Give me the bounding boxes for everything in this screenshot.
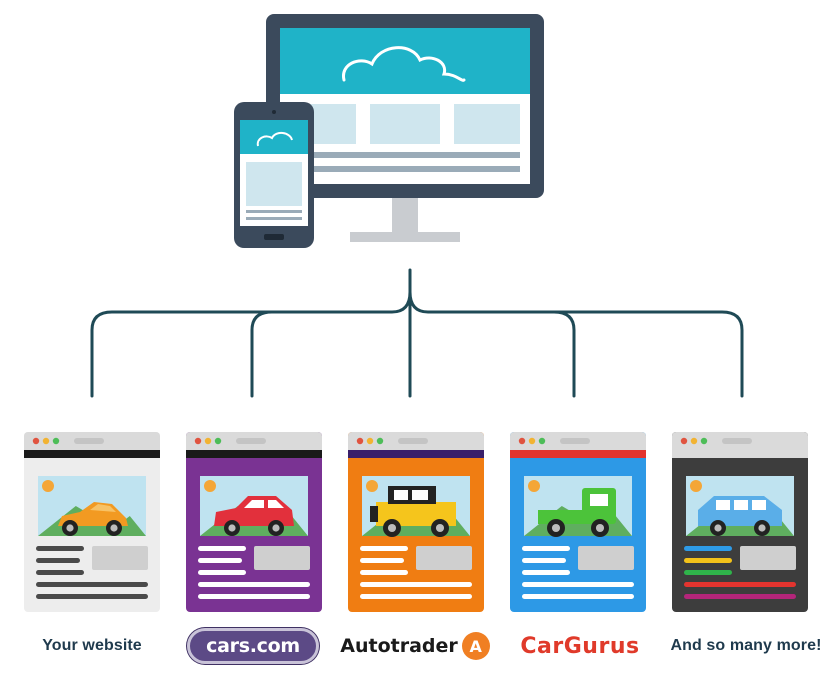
text-line	[36, 582, 148, 587]
autotrader-label: Autotrader	[340, 635, 458, 657]
close-icon	[357, 438, 363, 444]
minimize-icon	[43, 438, 49, 444]
minimize-icon	[529, 438, 535, 444]
many-more-label: And so many more!	[670, 637, 821, 655]
text-line	[198, 570, 246, 575]
text-line	[360, 582, 472, 587]
text-line	[522, 558, 566, 563]
text-line	[684, 570, 732, 575]
thumbnail-box	[416, 546, 472, 570]
header-stripe	[672, 450, 808, 458]
site-card-cargurus	[510, 432, 646, 612]
site-card-cars-com	[186, 432, 322, 612]
maximize-icon	[377, 438, 383, 444]
address-bar	[74, 438, 104, 444]
header-stripe	[510, 450, 646, 458]
header-stripe	[348, 450, 484, 458]
header-stripe	[186, 450, 322, 458]
thumbnail-box	[740, 546, 796, 570]
close-icon	[33, 438, 39, 444]
text-line	[198, 582, 310, 587]
text-line	[360, 594, 472, 599]
caption-cars-com: cars.com	[178, 628, 328, 664]
cars-com-logo: cars.com	[187, 628, 319, 664]
text-line	[522, 546, 570, 551]
text-line	[360, 558, 404, 563]
thumbnail-box	[254, 546, 310, 570]
address-bar	[560, 438, 590, 444]
text-line	[36, 546, 84, 551]
maximize-icon	[539, 438, 545, 444]
sun-icon	[528, 480, 540, 492]
text-line	[36, 558, 80, 563]
minimize-icon	[691, 438, 697, 444]
close-icon	[195, 438, 201, 444]
minimize-icon	[367, 438, 373, 444]
text-line	[36, 594, 148, 599]
text-line	[198, 594, 310, 599]
maximize-icon	[701, 438, 707, 444]
header-stripe	[24, 450, 160, 458]
text-line	[36, 570, 84, 575]
site-card-your-website	[24, 432, 160, 612]
sun-icon	[204, 480, 216, 492]
caption-many-more: And so many more!	[662, 628, 830, 664]
autotrader-logo: Autotrader A	[340, 632, 490, 660]
text-line	[684, 594, 796, 599]
site-card-many-more	[672, 432, 808, 612]
thumbnail-box	[578, 546, 634, 570]
address-bar	[236, 438, 266, 444]
text-line	[522, 570, 570, 575]
text-line	[684, 582, 796, 587]
minimize-icon	[205, 438, 211, 444]
close-icon	[681, 438, 687, 444]
text-line	[684, 558, 732, 563]
maximize-icon	[215, 438, 221, 444]
connector-lines	[92, 270, 742, 396]
caption-your-website: Your website	[16, 628, 168, 664]
caption-cargurus: CarGurus	[500, 628, 660, 664]
close-icon	[519, 438, 525, 444]
text-line	[198, 558, 242, 563]
text-line	[360, 546, 408, 551]
caption-autotrader: Autotrader A	[340, 628, 490, 664]
address-bar	[398, 438, 428, 444]
cargurus-logo: CarGurus	[520, 634, 639, 659]
site-card-autotrader	[348, 432, 484, 612]
sun-icon	[690, 480, 702, 492]
text-line	[522, 582, 634, 587]
sun-icon	[42, 480, 54, 492]
text-line	[360, 570, 408, 575]
thumbnail-box	[92, 546, 148, 570]
listing-sites	[24, 432, 808, 612]
text-line	[198, 546, 246, 551]
sun-icon	[366, 480, 378, 492]
text-line	[522, 594, 634, 599]
your-website-label: Your website	[42, 637, 142, 655]
address-bar	[722, 438, 752, 444]
autotrader-badge-icon: A	[462, 632, 490, 660]
maximize-icon	[53, 438, 59, 444]
smartphone-icon	[234, 102, 314, 248]
text-line	[684, 546, 732, 551]
